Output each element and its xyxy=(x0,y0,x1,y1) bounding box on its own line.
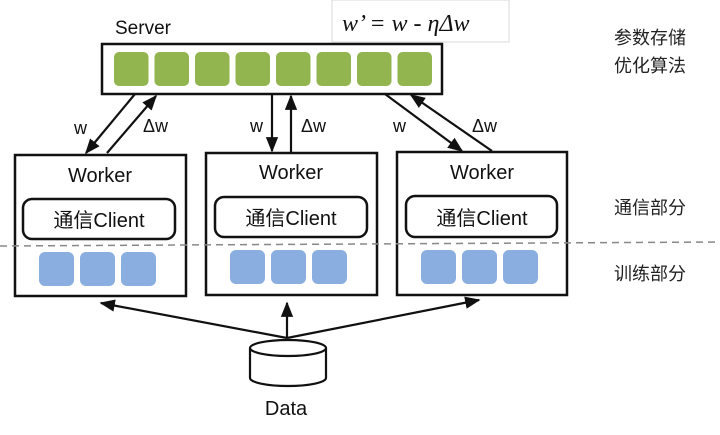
worker-task-block xyxy=(271,250,306,284)
arrow-data-to-worker-3 xyxy=(286,296,481,340)
arrow-data-to-worker-1 xyxy=(99,299,288,340)
worker-task-block xyxy=(121,252,156,286)
label-dw: Δw xyxy=(301,116,327,136)
worker-task-block xyxy=(230,250,265,284)
label-w: w xyxy=(392,116,407,136)
link-worker-1: w Δw xyxy=(73,93,169,155)
client-label: 通信Client xyxy=(245,207,337,230)
side-label-param-storage: 参数存储 xyxy=(614,28,686,49)
worker-label: Worker xyxy=(450,162,514,184)
worker-task-block xyxy=(80,252,115,286)
arrow-dw-up xyxy=(106,94,158,154)
data-store-icon xyxy=(248,338,328,388)
server-param-block xyxy=(316,52,351,86)
worker-task-block xyxy=(462,250,497,284)
formula-frame xyxy=(331,0,510,43)
data-distribution-arrows xyxy=(99,296,481,340)
label-w: w xyxy=(249,116,264,136)
server-label: Server xyxy=(115,18,172,39)
worker-task-block xyxy=(421,250,456,284)
client-box xyxy=(213,195,369,239)
server-param-block xyxy=(195,52,230,86)
label-w: w xyxy=(73,118,88,138)
data-label: Data xyxy=(265,398,308,420)
server-param-block xyxy=(357,52,392,86)
worker-task-block xyxy=(39,252,74,286)
worker-label: Worker xyxy=(68,165,132,187)
side-label-training: 训练部分 xyxy=(614,264,686,285)
arrow-dw-up xyxy=(409,94,493,152)
comm-train-separator xyxy=(0,241,720,247)
side-label-optimizer: 优化算法 xyxy=(614,56,686,77)
client-label: 通信Client xyxy=(436,207,528,230)
server-param-block xyxy=(235,52,270,86)
formula-text: w’ = w - ηΔw xyxy=(342,11,470,37)
server-param-block xyxy=(114,52,149,86)
server-param-block xyxy=(154,52,189,86)
link-worker-2: w Δw xyxy=(249,94,327,153)
update-formula: w’ = w - ηΔw xyxy=(331,0,510,43)
arrow-w-down xyxy=(384,93,464,152)
link-worker-3: w Δw xyxy=(384,93,498,152)
label-dw: Δw xyxy=(472,116,498,136)
label-dw: Δw xyxy=(143,116,169,136)
client-label: 通信Client xyxy=(53,209,145,232)
arrow-w-down xyxy=(85,93,136,155)
worker-label: Worker xyxy=(259,162,323,184)
worker-task-blocks xyxy=(39,250,538,286)
server-param-block xyxy=(276,52,311,86)
server-param-blocks xyxy=(114,52,432,86)
side-label-communication: 通信部分 xyxy=(614,198,686,219)
client-box xyxy=(404,194,559,239)
worker-task-block xyxy=(503,250,538,284)
worker-task-block xyxy=(312,250,347,284)
server-param-block xyxy=(397,52,432,86)
client-box xyxy=(21,197,177,241)
